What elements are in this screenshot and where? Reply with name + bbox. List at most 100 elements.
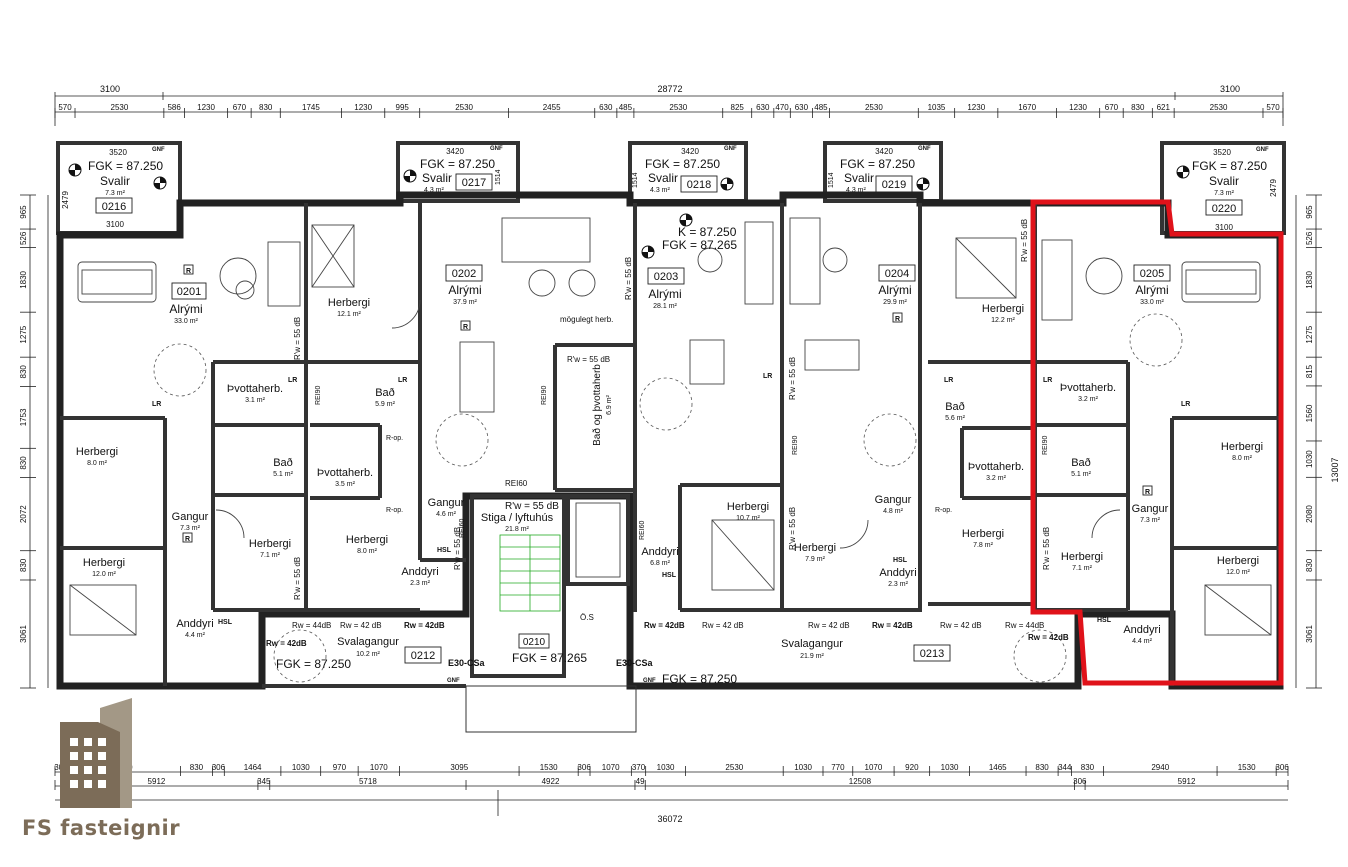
dim-top-right-span: 3100 <box>1220 84 1240 94</box>
room-area: 3.5 m² <box>335 481 356 488</box>
e30-right: E30-CSa <box>616 658 654 668</box>
room-area: 6.9 m² <box>606 394 613 415</box>
room-name: Herbergi <box>1061 551 1103 563</box>
dim-bottom-segment: 770 <box>831 763 845 772</box>
dim-top-segment: 1670 <box>1018 103 1036 112</box>
balcony-0220-area: 7.3 m² <box>1214 190 1235 197</box>
dim-bottom-segment: 2940 <box>1151 763 1169 772</box>
balcony-0219-side: 1514 <box>828 172 835 188</box>
unit-0205-id: 0205 <box>1140 268 1164 280</box>
dim-bottom-segment: 1070 <box>370 763 388 772</box>
stair-rw: R'w = 55 dB <box>505 501 559 512</box>
stair-os: Ö.S <box>580 613 594 622</box>
room-name: Þvottaherb. <box>317 467 373 479</box>
room-area: 2.3 m² <box>888 581 909 588</box>
balcony-0217-side: 1514 <box>495 169 502 185</box>
logo-building-front <box>60 722 120 808</box>
dim-bottom-segment: 830 <box>1081 763 1095 772</box>
dim-side-segment: 830 <box>19 456 28 470</box>
stair-id: 0210 <box>523 637 546 648</box>
room-area: 7.9 m² <box>805 556 826 563</box>
balcony-0219 <box>823 141 943 203</box>
room-name: Anddyri <box>176 618 213 630</box>
corridor-left-id: 0212 <box>411 650 435 662</box>
rw42-left-b2: Rw = 42dB <box>266 639 307 648</box>
dim-right-total: 13007 <box>1330 457 1340 482</box>
dim-bottom-segment: 1030 <box>657 763 675 772</box>
dim-side-segment: 2080 <box>1305 505 1314 523</box>
room-area: 12.0 m² <box>1226 569 1250 576</box>
corridor-right-area: 21.9 m² <box>800 653 824 660</box>
room-area: 8.0 m² <box>87 460 108 467</box>
dim-top-segment: 470 <box>775 103 789 112</box>
unit-0204-id: 0204 <box>885 268 909 280</box>
room-name: Anddyri <box>641 546 678 558</box>
room-area: 3.1 m² <box>245 397 266 404</box>
room-name: Herbergi <box>794 542 836 554</box>
corridor-left-area: 10.2 m² <box>356 651 380 658</box>
unit-0203-name: Alrými <box>648 287 681 301</box>
dim-top-segment: 2530 <box>669 103 687 112</box>
balcony-0220-gnf: GNF <box>1256 147 1269 153</box>
dim-bottom-segment: 345 <box>257 777 271 786</box>
room-area: 5.9 m² <box>375 401 396 408</box>
room-name: Herbergi <box>76 446 118 458</box>
dim-bottom-segment: 370 <box>632 763 646 772</box>
level-marker-icon <box>68 163 1190 259</box>
room-name: Þvottaherb. <box>227 383 283 395</box>
unit-0205-area: 33.0 m² <box>1140 299 1164 306</box>
dim-top-segment: 2530 <box>455 103 473 112</box>
dim-bottom-segment: 830 <box>1035 763 1049 772</box>
dim-left-small: 2479 <box>61 191 70 209</box>
unit-0202-area: 37.9 m² <box>453 299 477 306</box>
dim-side-segment: 1560 <box>1305 404 1314 422</box>
lr-6: LR <box>1043 377 1052 384</box>
dim-bottom-segment: 1465 <box>989 763 1007 772</box>
room-area: 3.2 m² <box>1078 396 1099 403</box>
hsl-5: HSL <box>1097 617 1112 624</box>
dim-top-segment: 825 <box>731 103 745 112</box>
room-name: Bað og þvottaherb <box>591 364 603 446</box>
level-k: K = 87.250 <box>678 225 737 239</box>
hsl-1: HSL <box>218 619 233 626</box>
dim-bottom-segment: 5912 <box>1178 777 1196 786</box>
stair-area: 21.8 m² <box>505 526 529 533</box>
lr-5: LR <box>944 377 953 384</box>
corridor-left-fgk: FGK = 87.250 <box>276 657 351 671</box>
dim-bottom-segment: 306 <box>577 763 591 772</box>
balcony-0218-label: Svalir <box>648 171 678 185</box>
dim-top-segment: 1035 <box>928 103 946 112</box>
dim-side-segment: 1275 <box>19 325 28 343</box>
dim-bottom-segment: 1070 <box>602 763 620 772</box>
balcony-0217-gnf: GNF <box>490 146 503 152</box>
corridor-right-fgk: FGK = 87.250 <box>662 672 737 686</box>
balcony-0216-width: 3520 <box>109 148 127 157</box>
rw55-8: R'w = 55 dB <box>453 527 462 570</box>
rei60-2: REI60 <box>459 518 466 538</box>
dim-side-segment: 830 <box>19 558 28 572</box>
room-name: Bað <box>1071 457 1091 469</box>
unit-labels: 0201 Alrými 33.0 m² 0202 Alrými 37.9 m² … <box>169 264 1171 325</box>
balcony-0220-label: Svalir <box>1209 174 1239 188</box>
dim-bottom-segment: 5718 <box>359 777 377 786</box>
dim-top-segment: 670 <box>1105 103 1119 112</box>
dim-bottom-segment: 3095 <box>450 763 468 772</box>
balcony-0217 <box>396 141 520 203</box>
room-area: 7.1 m² <box>260 552 281 559</box>
room-area: 12.2 m² <box>991 317 1015 324</box>
rw42-right-bold3: Rw = 42dB <box>1028 633 1069 642</box>
room-name: Herbergi <box>249 538 291 550</box>
room-name: Herbergi <box>727 501 769 513</box>
room-name: Anddyri <box>1123 624 1160 636</box>
rw42-right-bold2: Rw = 42dB <box>872 621 913 630</box>
room-area: 4.6 m² <box>436 511 457 518</box>
rw55-7: R'w = 55 dB <box>1042 527 1051 570</box>
dim-top-segment: 621 <box>1157 103 1171 112</box>
lr-1: LR <box>152 401 161 408</box>
corridor-left-name: Svalagangur <box>337 636 399 648</box>
dim-top-segment: 1230 <box>967 103 985 112</box>
rw44-right: Rw = 44dB <box>1005 621 1044 630</box>
room-name: Gangur <box>428 497 465 509</box>
dim-top-segment: 485 <box>814 103 828 112</box>
